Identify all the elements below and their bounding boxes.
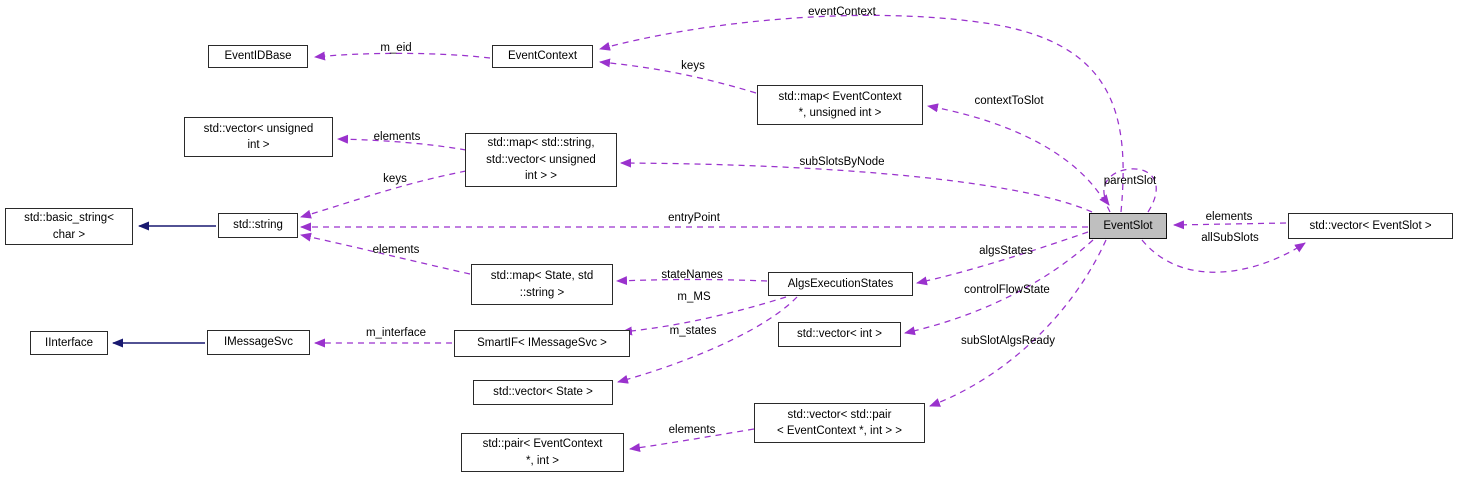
edge-label-keys-mid: keys	[383, 173, 407, 185]
edge-label-algsstates: algsStates	[979, 245, 1033, 257]
node-std-string[interactable]: std::string	[218, 213, 298, 238]
edge-elements-pair	[629, 428, 755, 453]
edge-elements-eventslot	[1173, 220, 1287, 230]
edge-label-entrypoint: entryPoint	[668, 212, 720, 224]
edge-label-subslotsbynode: subSlotsByNode	[799, 156, 885, 168]
edge-label-m-interface: m_interface	[365, 327, 427, 339]
edge-algsstates	[916, 231, 1089, 286]
node-vector-int[interactable]: std::vector< int >	[778, 322, 901, 347]
edge-subslotsbynode	[620, 158, 1093, 213]
edge-label-statenames: stateNames	[661, 269, 723, 281]
node-iinterface[interactable]: IInterface	[30, 331, 108, 355]
edge-label-m-states: m_states	[669, 325, 717, 337]
edge-keys-mid	[300, 170, 467, 219]
edge-m-states	[617, 296, 798, 384]
edge-label-elements-eventslot: elements	[1205, 211, 1253, 223]
node-vector-state[interactable]: std::vector< State >	[473, 380, 613, 405]
node-basic-string-char[interactable]: std::basic_string< char >	[5, 208, 133, 245]
edge-label-keys-top: keys	[681, 60, 705, 72]
edge-eventcontext	[599, 14, 1124, 213]
edge-label-allsubslots: allSubSlots	[1201, 232, 1259, 244]
edge-statenames	[616, 276, 768, 286]
edge-label-subslotalgsready: subSlotAlgsReady	[961, 335, 1055, 347]
edge-allsubslots	[1141, 239, 1306, 273]
node-map-state-string[interactable]: std::map< State, std ::string >	[471, 264, 613, 305]
node-pair-eventcontext-int[interactable]: std::pair< EventContext *, int >	[461, 433, 624, 472]
edge-subslotalgsready	[929, 239, 1107, 407]
edge-label-parentslot: parentSlot	[1103, 175, 1157, 187]
edge-label-eventcontext: eventContext	[808, 6, 876, 18]
edge-m-eid	[314, 51, 491, 61]
node-vector-unsigned-int[interactable]: std::vector< unsigned int >	[184, 117, 333, 157]
node-eventidbase[interactable]: EventIDBase	[208, 45, 308, 68]
node-vector-eventslot[interactable]: std::vector< EventSlot >	[1288, 213, 1453, 239]
edge-contexttoslot	[927, 103, 1111, 213]
edge-keys-top	[599, 58, 757, 94]
node-imessagesvc[interactable]: IMessageSvc	[207, 330, 310, 355]
edge-label-contexttoslot: contextToSlot	[974, 95, 1044, 107]
node-eventcontext[interactable]: EventContext	[492, 45, 593, 68]
edge-label-controlflowstate: controlFlowState	[964, 284, 1050, 296]
node-vector-pair-eventcontext-int[interactable]: std::vector< std::pair < EventContext *,…	[754, 403, 925, 443]
edge-label-m-ms: m_MS	[677, 291, 711, 303]
edge-label-elements-vec-uint: elements	[373, 131, 421, 143]
edge-parentslot-loop	[1099, 168, 1157, 213]
node-eventslot[interactable]: EventSlot	[1089, 213, 1167, 239]
edge-m-ms	[621, 296, 787, 336]
edge-label-m-eid: m_eid	[380, 42, 412, 54]
edge-elements-string	[300, 232, 471, 275]
edge-elements-vec-uint	[337, 134, 467, 151]
node-map-eventcontext-uint[interactable]: std::map< EventContext *, unsigned int >	[757, 85, 923, 125]
node-smartif-imessagesvc[interactable]: SmartIF< IMessageSvc >	[454, 330, 630, 357]
node-map-string-vector[interactable]: std::map< std::string, std::vector< unsi…	[465, 133, 617, 187]
edge-label-elements-string: elements	[372, 244, 420, 256]
edge-label-elements-pair: elements	[668, 424, 716, 436]
node-algsexecutionstates[interactable]: AlgsExecutionStates	[768, 272, 913, 296]
edge-controlflowstate	[904, 239, 1094, 336]
